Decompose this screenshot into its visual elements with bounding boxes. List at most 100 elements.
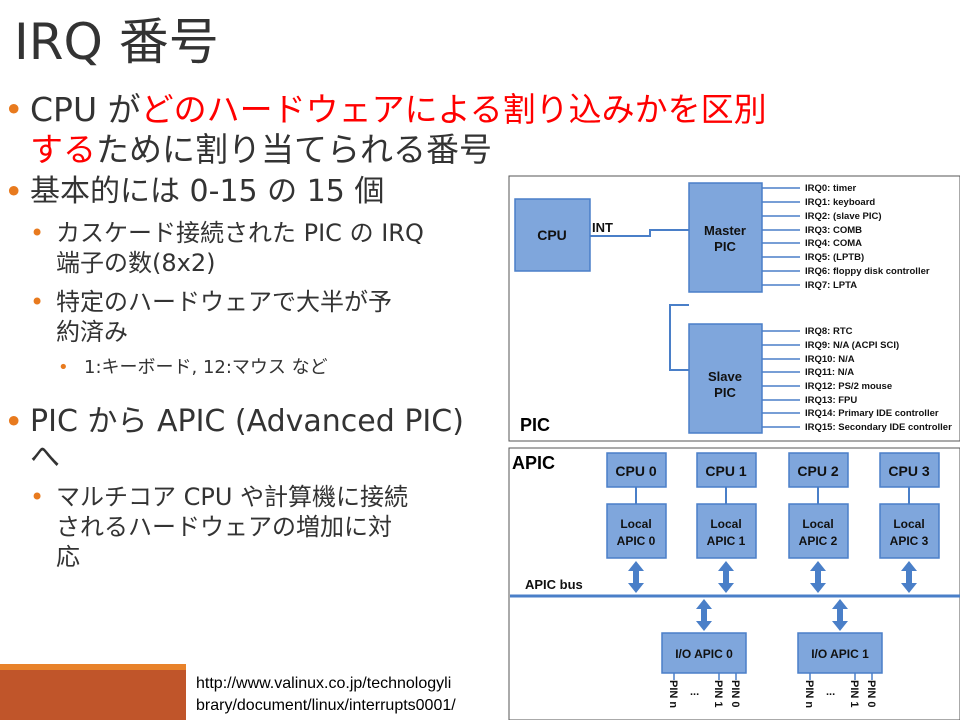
pin-label: PIN 1 bbox=[848, 680, 860, 708]
irq-label: IRQ9: N/A (ACPI SCI) bbox=[805, 340, 899, 351]
io-apic-1-pins: PIN n ... PIN 1 PIN 0 bbox=[803, 680, 877, 708]
bullet-dot: • bbox=[30, 483, 45, 511]
bullet-3-1-line2: されるハードウェアの増加に対 bbox=[56, 513, 392, 541]
int-label: INT bbox=[592, 220, 613, 235]
apic-cpu-label: CPU 1 bbox=[705, 463, 746, 479]
pin-label: PIN 0 bbox=[865, 680, 877, 708]
io-apic-box bbox=[661, 632, 747, 674]
apic-bus-label: APIC bus bbox=[525, 577, 583, 592]
double-arrow-icon bbox=[718, 561, 734, 593]
local-apic-label-2: APIC 2 bbox=[799, 534, 838, 548]
bullet-2-2-line2: 約済み bbox=[56, 318, 128, 346]
local-apic-box bbox=[879, 503, 940, 559]
pin-ellipsis: ... bbox=[690, 686, 699, 698]
bullet-2-2-1: 1:キーボード, 12:マウス など bbox=[84, 357, 328, 378]
cpu-box bbox=[514, 198, 591, 272]
irq-label: IRQ11: N/A bbox=[805, 367, 854, 378]
double-arrow-icon bbox=[832, 599, 848, 631]
pin-label: PIN 0 bbox=[729, 680, 741, 708]
local-apic-label-1: Local bbox=[802, 517, 833, 531]
io-pin-lines bbox=[673, 673, 873, 680]
irq-label: IRQ13: FPU bbox=[805, 395, 857, 406]
irq-label: IRQ7: LPTA bbox=[805, 280, 857, 291]
local-apic-label-2: APIC 3 bbox=[890, 534, 929, 548]
apic-cpu-box bbox=[788, 452, 849, 488]
io-apics: I/O APIC 0 I/O APIC 1 bbox=[661, 632, 883, 674]
bullet-2: 基本的には 0-15 の 15 個 bbox=[30, 174, 385, 209]
irq-label: IRQ10: N/A bbox=[805, 354, 855, 365]
slave-pic-box bbox=[688, 323, 763, 434]
local-apic-label-1: Local bbox=[893, 517, 924, 531]
double-arrow-icon bbox=[696, 599, 712, 631]
bullet-2-2-line1: 特定のハードウェアで大半が予 bbox=[56, 288, 392, 316]
pin-label: PIN 1 bbox=[712, 680, 724, 708]
irq-label: IRQ15: Secondary IDE controller bbox=[805, 422, 952, 433]
apic-cpu-label: CPU 2 bbox=[797, 463, 838, 479]
local-apic-box bbox=[788, 503, 849, 559]
pic-diagram-label: PIC bbox=[520, 415, 550, 435]
master-pic-box bbox=[688, 182, 763, 293]
int-line bbox=[590, 229, 690, 237]
irq-label: IRQ2: (slave PIC) bbox=[805, 211, 882, 222]
bullet-dot: • bbox=[30, 288, 45, 316]
master-pic-label-2: PIC bbox=[714, 239, 736, 254]
bullet-2-1-line2: 端子の数(8x2) bbox=[56, 249, 216, 277]
irq-label: IRQ1: keyboard bbox=[805, 197, 875, 208]
bullet-1-emphasis-end: する bbox=[30, 130, 96, 169]
local-apic-label-1: Local bbox=[620, 517, 651, 531]
slide-title: IRQ 番号 bbox=[14, 13, 219, 71]
bullet-3-line1: PIC から APIC (Advanced PIC) bbox=[30, 404, 464, 439]
local-bus-arrows bbox=[628, 561, 917, 593]
irq-label: IRQ6: floppy disk controller bbox=[805, 266, 930, 277]
local-apic-box bbox=[696, 503, 757, 559]
double-arrow-icon bbox=[628, 561, 644, 593]
irq-label: IRQ3: COMB bbox=[805, 225, 862, 236]
double-arrow-icon bbox=[810, 561, 826, 593]
bus-io-arrows bbox=[696, 599, 848, 631]
irq-label: IRQ12: PS/2 mouse bbox=[805, 381, 892, 392]
local-apic-label-1: Local bbox=[710, 517, 741, 531]
apic-diagram-label: APIC bbox=[512, 453, 555, 473]
bullet-1-suffix: ために割り当てられる番号 bbox=[96, 130, 492, 169]
irq-label: IRQ8: RTC bbox=[805, 326, 853, 337]
apic-diagram: APIC CPU 0 CPU 1 CPU 2 CPU 3 bbox=[508, 447, 960, 720]
credit-line-2: brary/document/linux/interrupts0001/ bbox=[196, 697, 456, 714]
apic-cpus: CPU 0 CPU 1 CPU 2 CPU 3 bbox=[606, 452, 940, 488]
local-apics: Local APIC 0 Local APIC 1 Local APIC 2 L… bbox=[606, 503, 940, 559]
io-apic-box bbox=[797, 632, 883, 674]
bullet-dot: • bbox=[30, 219, 45, 247]
bullet-1-prefix: CPU が bbox=[30, 90, 141, 129]
bullet-3-1-line1: マルチコア CPU や計算機に接続 bbox=[56, 483, 409, 511]
cpu-local-connectors bbox=[635, 487, 910, 504]
bullet-dot: • bbox=[4, 402, 24, 441]
slave-irq-lines bbox=[762, 330, 800, 428]
credit-line-1: http://www.valinux.co.jp/technologyli bbox=[196, 675, 452, 692]
slave-pic-label-1: Slave bbox=[708, 369, 742, 384]
pin-label: PIN n bbox=[803, 680, 815, 708]
local-apic-label-2: APIC 0 bbox=[617, 534, 656, 548]
cascade-line bbox=[669, 304, 689, 371]
apic-cpu-box bbox=[879, 452, 940, 488]
bullet-2-1-line1: カスケード接続された PIC の IRQ bbox=[56, 219, 424, 247]
footer-accent bbox=[0, 664, 186, 720]
pin-ellipsis: ... bbox=[826, 686, 835, 698]
bullet-1-line2: するために割り当てられる番号 bbox=[30, 130, 492, 170]
double-arrow-icon bbox=[901, 561, 917, 593]
bullet-3-line2: へ bbox=[30, 440, 60, 475]
local-apic-box bbox=[606, 503, 667, 559]
cpu-label: CPU bbox=[537, 227, 567, 243]
master-pic-label-1: Master bbox=[704, 223, 746, 238]
master-irq-lines bbox=[762, 187, 800, 286]
irq-label: IRQ5: (LPTB) bbox=[805, 252, 864, 263]
apic-cpu-label: CPU 0 bbox=[615, 463, 656, 479]
irq-label: IRQ14: Primary IDE controller bbox=[805, 408, 939, 419]
local-apic-label-2: APIC 1 bbox=[707, 534, 746, 548]
bullet-1-emphasis: どのハードウェアによる割り込みかを区別 bbox=[140, 90, 767, 129]
slave-pic-label-2: PIC bbox=[714, 385, 736, 400]
irq-label: IRQ4: COMA bbox=[805, 238, 862, 249]
master-irq-labels: IRQ0: timer IRQ1: keyboard IRQ2: (slave … bbox=[805, 183, 930, 291]
bullet-dot: • bbox=[58, 357, 69, 378]
